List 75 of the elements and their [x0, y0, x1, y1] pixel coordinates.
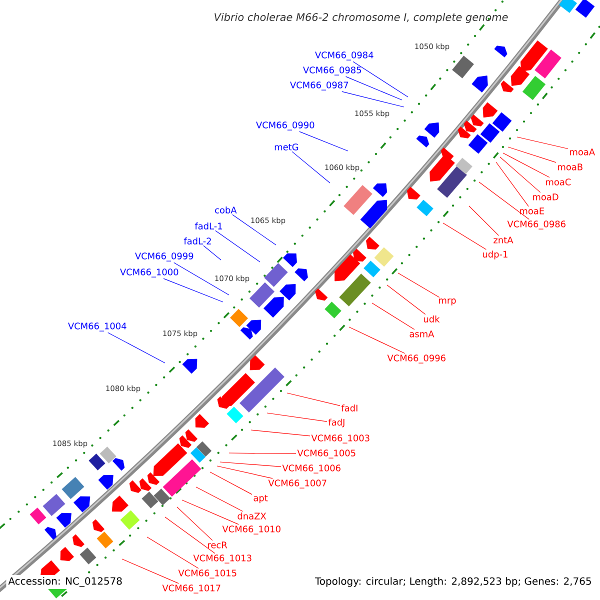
gene-label: VCM66_1003	[311, 434, 370, 444]
gene-label: VCM66_1017	[162, 584, 220, 594]
leader-line	[146, 536, 199, 569]
leader-line	[266, 412, 328, 422]
gene-label: VCM66_0987	[290, 82, 348, 90]
gene-label: moaE	[520, 208, 544, 214]
leader-line	[500, 156, 541, 193]
leader-line	[176, 506, 213, 541]
gene-label: fadL-2	[184, 238, 211, 244]
leader-line	[163, 278, 224, 302]
gene-label: VCM66_0984	[315, 52, 374, 60]
leader-line	[372, 302, 415, 330]
leader-line	[442, 222, 486, 250]
leader-line	[348, 326, 406, 354]
leader-line	[164, 516, 216, 554]
leader-line	[122, 558, 179, 584]
gene-label: moaB	[558, 164, 582, 170]
gene-label: recR	[208, 542, 228, 548]
leader-line	[342, 91, 404, 108]
gene-label: VCM66_0985	[303, 66, 362, 76]
gene-label: fadJ	[328, 418, 344, 428]
gene-label: dnaZX	[238, 512, 266, 520]
leader-line	[292, 151, 330, 184]
gene-label: cobA	[215, 206, 237, 214]
leader-line	[508, 146, 556, 163]
gene-label: VCM66_1010	[222, 526, 280, 534]
leader-line	[478, 182, 530, 220]
title: Vibrio cholerae M66-2 chromosome I, complete genome	[214, 12, 508, 24]
leader-line	[196, 486, 244, 512]
leader-line	[174, 262, 230, 296]
gene-label: VCM66_1005	[297, 450, 356, 458]
gene-label: moaC	[546, 178, 571, 186]
gene-label: udk	[424, 316, 440, 322]
gene-label: VCM66_1000	[120, 268, 178, 278]
gene-label: fadI	[341, 404, 358, 412]
leader-line	[220, 462, 282, 467]
gene-label: metG	[274, 144, 298, 150]
gene-label: zntA	[494, 236, 514, 244]
gene-label: VCM66_0996	[387, 354, 446, 364]
leader-line	[250, 430, 310, 436]
gene-label: mrp	[439, 298, 456, 306]
leader-line	[386, 284, 426, 315]
gene-label: apt	[254, 494, 268, 504]
accession-text: Accession: NC_012578	[6, 575, 124, 589]
leader-line	[232, 214, 276, 246]
gene-label: fadL-1	[194, 222, 222, 230]
leader-line	[502, 152, 550, 178]
leader-line	[468, 206, 500, 236]
gene-label: udp-1	[482, 250, 508, 260]
leader-line	[398, 272, 440, 298]
leader-line	[182, 500, 239, 525]
gene-label: moaD	[533, 194, 558, 200]
gene-label: VCM66_0990	[256, 122, 314, 130]
leader-line	[216, 466, 273, 479]
gene-label: VCM66_0999	[135, 252, 194, 262]
gene-label: asmA	[410, 330, 434, 338]
leader-line	[210, 472, 252, 495]
leader-line	[352, 61, 408, 98]
gene-label: VCM66_1006	[282, 464, 340, 474]
leader-line	[108, 332, 166, 364]
genome-info-text: Topology: circular; Length: 2,892,523 bp; Genes: 2,765	[312, 575, 594, 589]
leader-line	[228, 452, 296, 454]
gene-label: VCM66_0986	[507, 220, 566, 230]
leader-line	[299, 131, 348, 152]
gene-label: VCM66_1013	[193, 554, 252, 564]
leader-line	[496, 162, 529, 207]
gene-label: moaA	[570, 148, 595, 156]
leader-line	[345, 76, 402, 100]
leader-line	[286, 392, 340, 406]
leader-line	[215, 230, 260, 262]
gene-label: VCM66_1004	[68, 322, 126, 332]
leader-line	[516, 136, 568, 150]
leader-line	[203, 245, 222, 260]
gene-label: VCM66_1007	[268, 480, 326, 488]
gene-label: VCM66_1015	[178, 570, 236, 578]
